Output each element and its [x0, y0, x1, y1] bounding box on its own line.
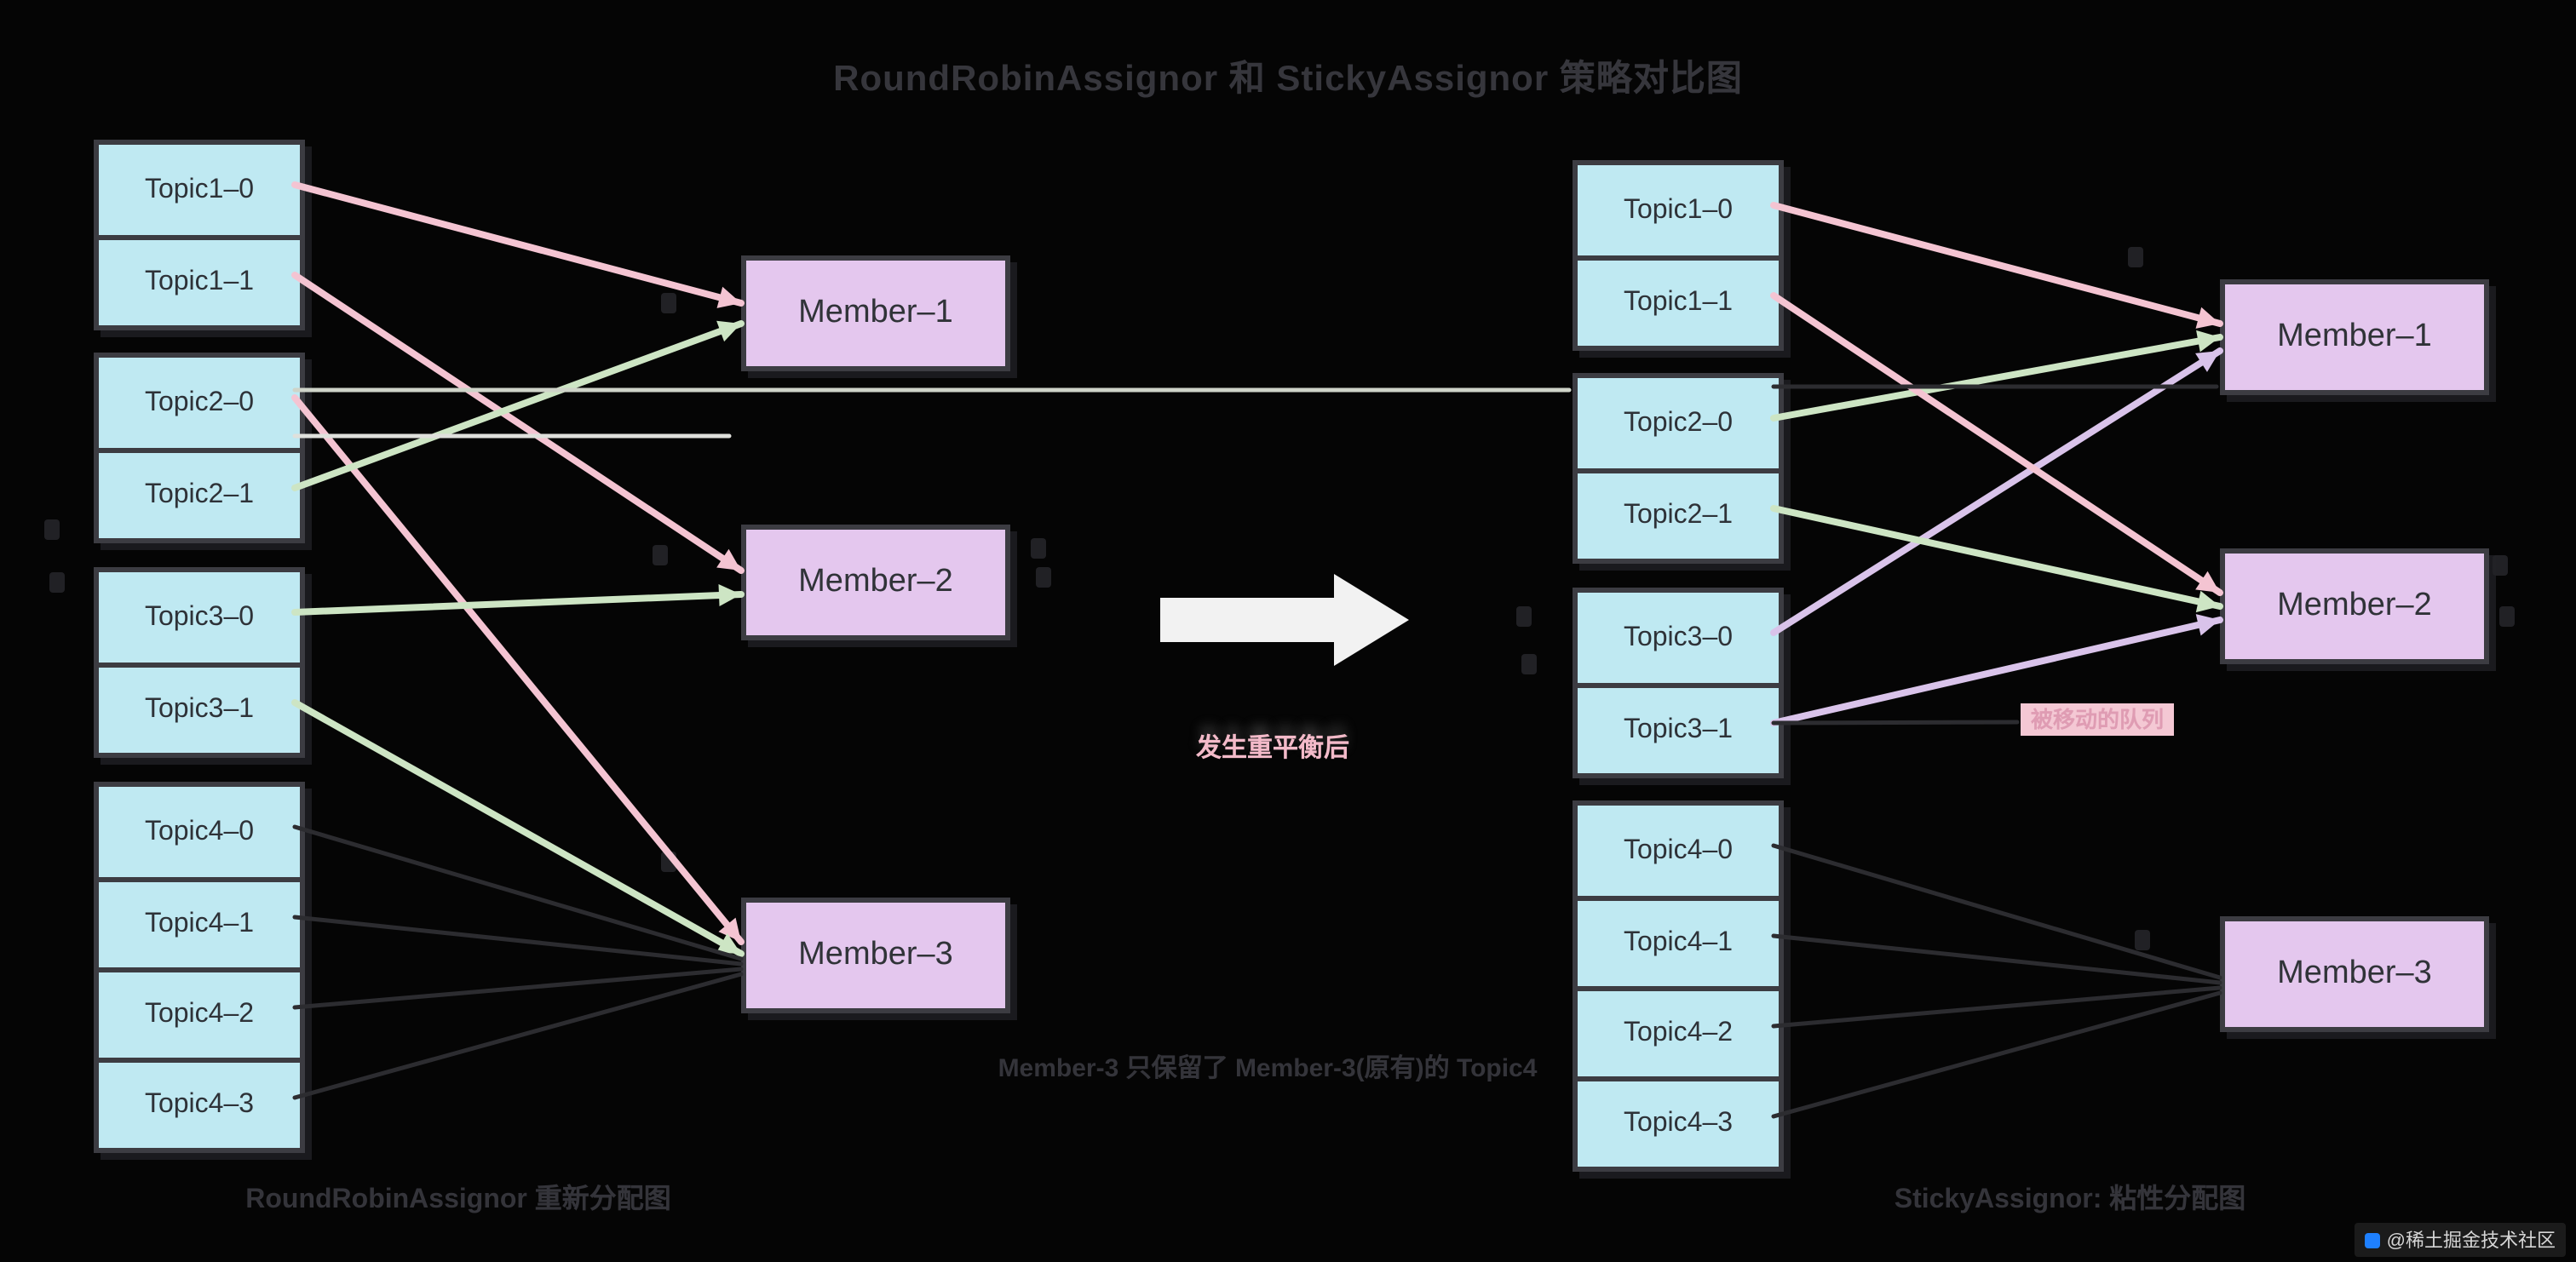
topic-partition-cell: Topic1–0	[1623, 195, 1734, 224]
topic-partition-cell: Topic1–1	[1578, 255, 1779, 346]
left-diagram-caption: RoundRobinAssignor 重新分配图	[245, 1185, 671, 1214]
smudge-mark	[661, 852, 676, 872]
right-arrow-icon	[1160, 574, 1409, 666]
topic-partition-cell: Topic4–0	[144, 817, 255, 846]
smudge-mark	[2128, 247, 2143, 267]
smudge-mark	[1521, 654, 1537, 674]
topic-group-topic3-left: Topic3–0 Topic3–1	[94, 567, 305, 758]
juejin-logo-icon	[2364, 1232, 2380, 1248]
rebalance-label: 发生重平衡后	[1195, 734, 1350, 763]
topic-partition-cell: Topic4–1	[99, 877, 300, 967]
smudge-mark	[2493, 555, 2508, 576]
member-box: Member–3	[2220, 916, 2489, 1032]
member-box: Member–2	[2220, 548, 2489, 664]
topic-partition-cell: Topic2–0	[144, 387, 255, 416]
member-box: Member–2	[741, 525, 1010, 640]
topic-group-topic4-right: Topic4–0 Topic4–1 Topic4–2 Topic4–3	[1573, 800, 1784, 1172]
member-box: Member–1	[741, 255, 1010, 371]
note-caption: Member-3 只保留了 Member-3(原有)的 Topic4	[998, 1054, 1538, 1083]
topic-partition-cell: Topic4–2	[99, 967, 300, 1058]
topic-group-topic2-right: Topic2–0 Topic2–1	[1573, 373, 1784, 564]
topic-group-topic2-left: Topic2–0 Topic2–1	[94, 353, 305, 543]
topic-partition-cell: Topic4–0	[1623, 835, 1734, 864]
topic-partition-cell: Topic2–1	[1578, 468, 1779, 559]
topic-partition-cell: Topic2–0	[1623, 408, 1734, 437]
smudge-mark	[1516, 606, 1532, 627]
moved-queue-chip: 被移动的队列	[2021, 703, 2175, 736]
smudge-mark	[1036, 567, 1051, 588]
smudge-mark	[653, 545, 668, 565]
smudge-mark	[49, 572, 65, 593]
topic-partition-cell: Topic4–3	[99, 1058, 300, 1148]
smudge-mark	[1031, 538, 1046, 559]
topic-partition-cell: Topic3–1	[99, 663, 300, 753]
topic-partition-cell: Topic3–0	[1623, 622, 1734, 651]
topic-partition-cell: Topic4–1	[1578, 896, 1779, 986]
watermark-text: @稀土掘金技术社区	[2386, 1231, 2556, 1252]
topic-group-topic3-right: Topic3–0 Topic3–1	[1573, 588, 1784, 778]
right-diagram-caption: StickyAssignor: 粘性分配图	[1894, 1185, 2246, 1214]
topic-partition-cell: Topic4–3	[1578, 1076, 1779, 1167]
watermark: @稀土掘金技术社区	[2354, 1223, 2566, 1257]
member-box: Member–3	[741, 898, 1010, 1013]
smudge-mark	[44, 519, 60, 540]
smudge-mark	[2499, 606, 2515, 627]
topic-partition-cell: Topic2–1	[99, 448, 300, 538]
smudge-mark	[2135, 930, 2150, 950]
topic-partition-cell: Topic1–0	[144, 175, 255, 204]
topic-partition-cell: Topic3–0	[144, 602, 255, 631]
topic-partition-cell: Topic3–1	[1578, 683, 1779, 773]
member-box: Member–1	[2220, 279, 2489, 395]
topic-group-topic1-right: Topic1–0 Topic1–1	[1573, 160, 1784, 351]
topic-group-topic4-left: Topic4–0 Topic4–1 Topic4–2 Topic4–3	[94, 782, 305, 1153]
topic-partition-cell: Topic1–1	[99, 235, 300, 325]
topic-partition-cell: Topic4–2	[1578, 986, 1779, 1076]
page-title: RoundRobinAssignor 和 StickyAssignor 策略对比…	[833, 60, 1743, 99]
smudge-mark	[661, 293, 676, 313]
topic-group-topic1-left: Topic1–0 Topic1–1	[94, 140, 305, 330]
